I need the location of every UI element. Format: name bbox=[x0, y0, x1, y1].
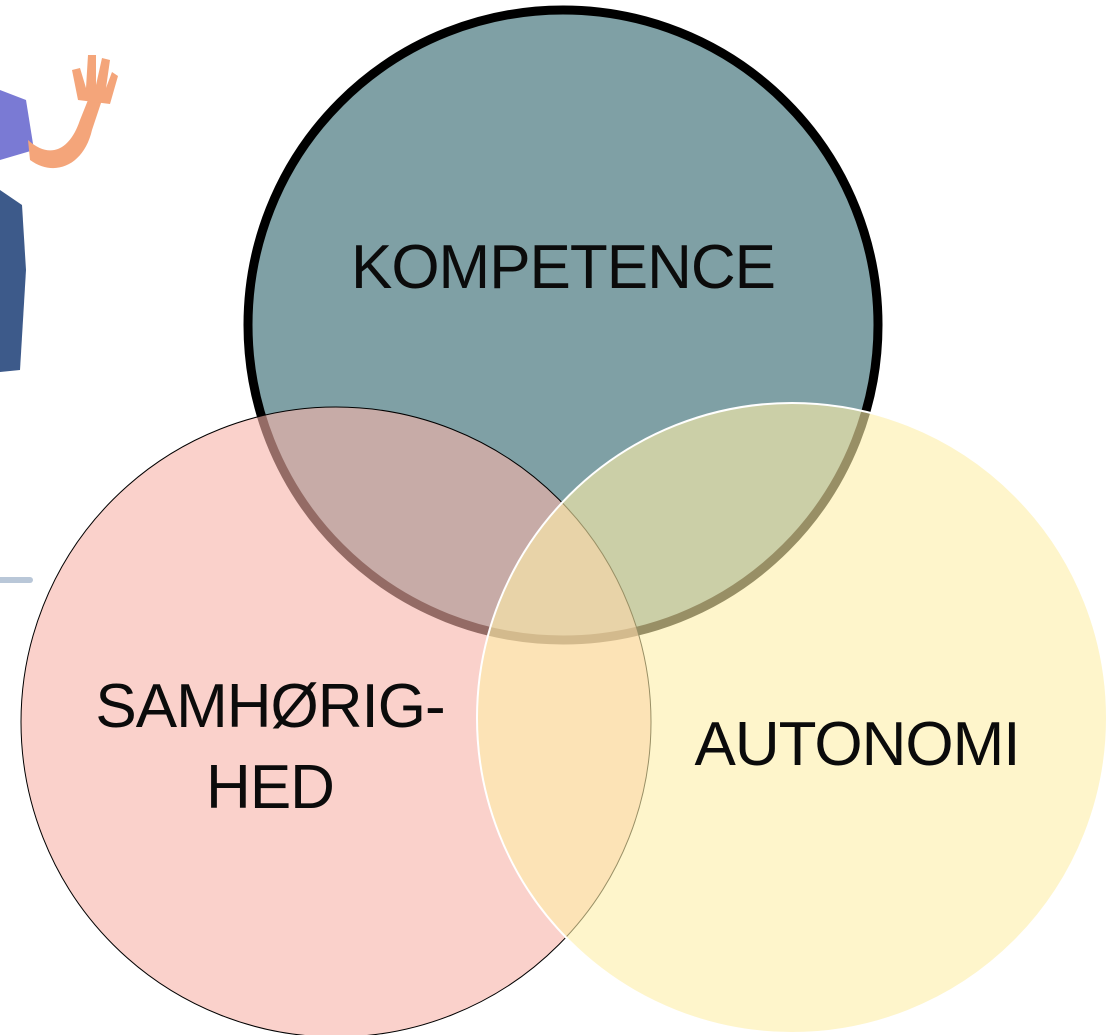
shirt-sleeve bbox=[0, 90, 34, 160]
autonomi-circle bbox=[476, 402, 1108, 1034]
samhorighed-label-line-1: SAMHØRIG- bbox=[95, 672, 444, 741]
venn-circles bbox=[20, 5, 1108, 1035]
autonomi-label: AUTONOMI bbox=[695, 710, 1020, 779]
kompetence-label: KOMPETENCE bbox=[351, 233, 775, 302]
arm bbox=[28, 95, 102, 169]
trousers bbox=[0, 190, 26, 372]
venn-labels: KOMPETENCE SAMHØRIG- HED AUTONOMI bbox=[95, 233, 1020, 822]
waving-person-illustration bbox=[0, 55, 118, 583]
waving-hand bbox=[72, 55, 118, 104]
samhorighed-label-line-2: HED bbox=[206, 753, 334, 822]
